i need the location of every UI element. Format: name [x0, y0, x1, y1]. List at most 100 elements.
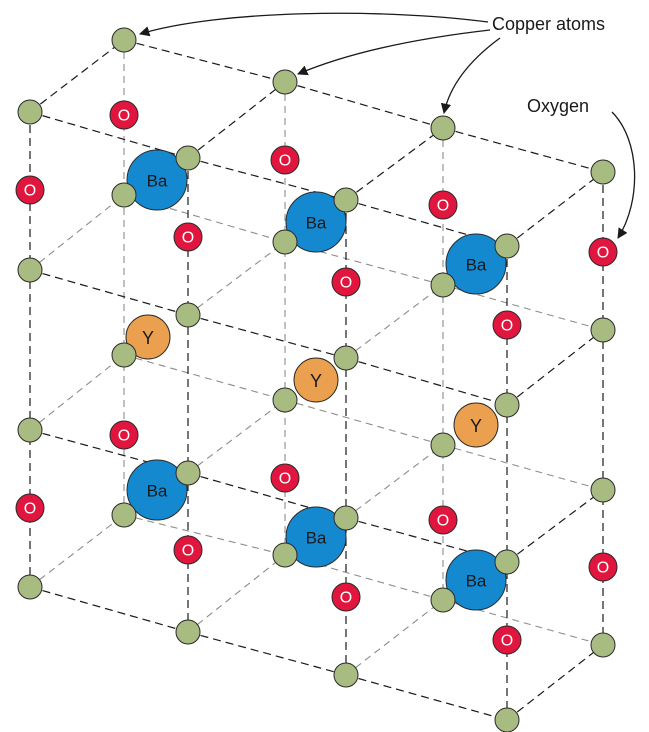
copper-atom-sphere: [272, 542, 298, 568]
barium-atom-symbol: Ba: [306, 529, 327, 548]
copper-atoms-label: Copper atoms: [492, 14, 605, 34]
copper-atom: [430, 115, 456, 141]
oxygen-atom-symbol: O: [24, 501, 36, 518]
copper-atom: [175, 460, 201, 486]
oxygen-atom-sphere: [15, 493, 45, 523]
oxygen-atom: O: [492, 310, 522, 340]
copper-atom: [494, 233, 520, 259]
copper-atom: [17, 99, 43, 125]
copper-atom: [111, 342, 137, 368]
copper-atom: [111, 502, 137, 528]
copper-atom: [494, 392, 520, 418]
copper-atom: [494, 549, 520, 575]
barium-atom-sphere: [126, 149, 188, 211]
oxygen-atom-sphere: [109, 100, 139, 130]
copper-atom: [590, 632, 616, 658]
yttrium-atom-symbol: Y: [470, 416, 482, 436]
oxygen-atom: O: [270, 463, 300, 493]
copper-atom: [333, 662, 359, 688]
copper-atom-sphere: [590, 477, 616, 503]
oxygen-atom-sphere: [109, 420, 139, 450]
oxygen-atom-symbol: O: [118, 108, 130, 125]
oxygen-atom-sphere: [492, 625, 522, 655]
copper-atom: [17, 257, 43, 283]
copper-atom-sphere: [494, 549, 520, 575]
yttrium-atom-sphere: [125, 314, 171, 360]
copper-atom: [175, 145, 201, 171]
oxygen-atom: O: [109, 100, 139, 130]
barium-atom: Ba: [285, 506, 347, 568]
copper-atom-sphere: [111, 182, 137, 208]
barium-atom-symbol: Ba: [147, 482, 168, 501]
oxygen-atom-symbol: O: [437, 198, 449, 215]
copper-atom-sphere: [590, 632, 616, 658]
copper-atom: [333, 505, 359, 531]
copper-atom-sphere: [494, 392, 520, 418]
oxygen-atom: O: [15, 493, 45, 523]
oxygen-atom: O: [109, 420, 139, 450]
barium-atom-sphere: [445, 233, 507, 295]
copper-atom: [175, 302, 201, 328]
oxygen-atom-symbol: O: [501, 318, 513, 335]
oxygen-atom: O: [588, 237, 618, 267]
oxygen-label: Oxygen: [527, 96, 589, 116]
oxygen-atom-symbol: O: [24, 183, 36, 200]
copper-atom-sphere: [175, 619, 201, 645]
copper-atom: [17, 574, 43, 600]
oxygen-atom: O: [173, 222, 203, 252]
copper-atom-sphere: [333, 345, 359, 371]
oxygen-atom-sphere: [15, 175, 45, 205]
copper-pointer-arrow: [139, 12, 489, 37]
copper-atom-sphere: [175, 460, 201, 486]
copper-atom: [272, 542, 298, 568]
oxygen-atom-sphere: [173, 535, 203, 565]
yttrium-atom: Y: [293, 357, 339, 403]
copper-atom-sphere: [111, 502, 137, 528]
copper-atom-sphere: [333, 505, 359, 531]
barium-atom-sphere: [285, 191, 347, 253]
oxygen-atom-symbol: O: [340, 590, 352, 607]
copper-atom-sphere: [590, 159, 616, 185]
copper-atom-sphere: [111, 342, 137, 368]
oxygen-atom: O: [331, 267, 361, 297]
copper-pointer-arrow: [297, 29, 491, 76]
oxygen-atom: O: [270, 145, 300, 175]
oxygen-atom-sphere: [428, 190, 458, 220]
yttrium-atom-symbol: Y: [310, 371, 322, 391]
copper-atom-sphere: [590, 317, 616, 343]
copper-atom-sphere: [430, 587, 456, 613]
barium-atom: Ba: [445, 233, 507, 295]
copper-atom: [17, 417, 43, 443]
yttrium-atom: Y: [453, 402, 499, 448]
copper-atom-sphere: [17, 99, 43, 125]
oxygen-atom-sphere: [428, 505, 458, 535]
oxygen-atom-symbol: O: [118, 428, 130, 445]
oxygen-atom: O: [15, 175, 45, 205]
copper-atom-sphere: [333, 187, 359, 213]
copper-atom-sphere: [17, 574, 43, 600]
oxygen-atom-sphere: [173, 222, 203, 252]
barium-atom-symbol: Ba: [466, 256, 487, 275]
copper-atom: [430, 587, 456, 613]
oxygen-atom: O: [428, 505, 458, 535]
copper-atom-sphere: [175, 302, 201, 328]
copper-atom: [175, 619, 201, 645]
barium-atom: Ba: [285, 191, 347, 253]
oxygen-atom-symbol: O: [437, 513, 449, 530]
copper-atom: [590, 159, 616, 185]
oxygen-atom-symbol: O: [340, 275, 352, 292]
oxygen-atom-sphere: [270, 463, 300, 493]
copper-atom-sphere: [111, 27, 137, 53]
copper-atom-sphere: [17, 257, 43, 283]
copper-atom-sphere: [494, 707, 520, 732]
oxygen-pointer-arrow: [611, 111, 636, 239]
barium-atom: Ba: [126, 149, 188, 211]
copper-atom-sphere: [272, 387, 298, 413]
oxygen-atom-sphere: [270, 145, 300, 175]
copper-atom: [333, 187, 359, 213]
copper-atom-sphere: [175, 145, 201, 171]
copper-atom: [272, 229, 298, 255]
barium-atom-sphere: [445, 549, 507, 611]
copper-atom-sphere: [272, 69, 298, 95]
